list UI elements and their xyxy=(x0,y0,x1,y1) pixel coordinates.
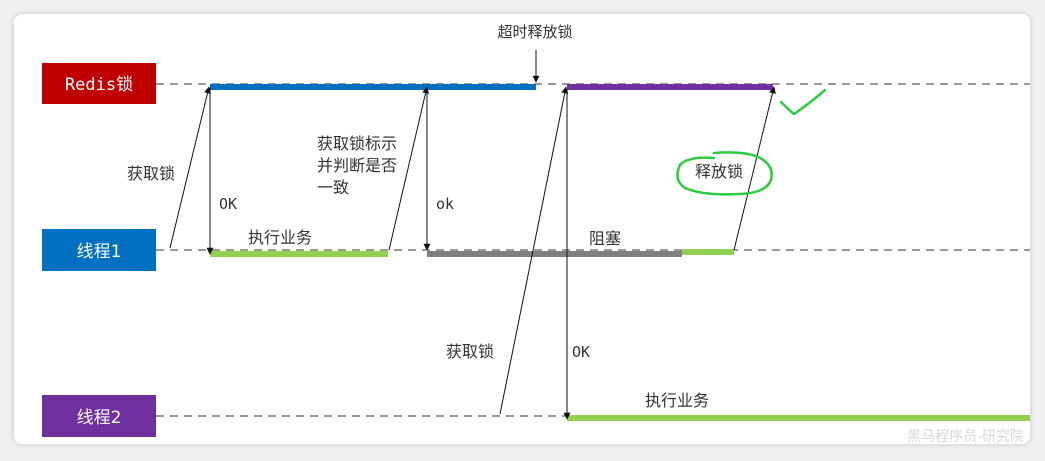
t1-ok2-label: ok xyxy=(436,195,454,213)
thread2-lane-label: 线程2 xyxy=(42,395,156,437)
lock-timeline-diagram: Redis锁 线程1 线程2 超时释放锁 获取锁 OK 执行业务 获取锁标示 并… xyxy=(42,23,1030,444)
watermark: 黑马程序员-研究院 xyxy=(907,429,1024,444)
redis-lane-label: Redis锁 xyxy=(42,63,156,104)
t1-release-arrow xyxy=(733,86,776,251)
release-lock-label: 释放锁 xyxy=(695,162,743,181)
thread1-business-bar xyxy=(210,251,388,257)
redis-lane-text: Redis锁 xyxy=(65,75,133,95)
thread2-lock-bar xyxy=(567,84,773,90)
handwritten-checkmark-icon xyxy=(779,88,827,116)
thread2-business-bar xyxy=(567,415,1030,421)
t1-check-arrow xyxy=(388,86,429,251)
thread1-release-bar xyxy=(682,249,734,255)
thread2-lane-box xyxy=(42,395,156,437)
thread1-lock-bar xyxy=(210,84,536,90)
thread1-lane-text: 线程1 xyxy=(77,242,122,262)
thread1-lane-label: 线程1 xyxy=(42,229,156,271)
t1-check-label-2: 并判断是否 xyxy=(317,156,397,175)
t1-acquire-arrow xyxy=(169,86,211,249)
t1-check-label-3: 一致 xyxy=(317,178,349,197)
t1-ok-label: OK xyxy=(219,195,237,213)
t1-check-label-1: 获取锁标示 xyxy=(317,134,397,153)
t2-acquire-arrow xyxy=(499,86,569,415)
t2-ok-label: OK xyxy=(572,343,590,361)
thread2-lane-text: 线程2 xyxy=(77,408,122,428)
t1-business-label: 执行业务 xyxy=(248,228,312,247)
t1-blocked-label: 阻塞 xyxy=(589,229,621,248)
redis-lane-box xyxy=(42,63,156,104)
t2-business-label: 执行业务 xyxy=(645,391,709,410)
thread1-lane-box xyxy=(42,229,156,271)
t2-acquire-label: 获取锁 xyxy=(446,342,494,361)
t1-acquire-label: 获取锁 xyxy=(127,164,175,183)
thread1-blocked-bar xyxy=(427,251,682,257)
diagram-card: Redis锁 线程1 线程2 超时释放锁 获取锁 OK 执行业务 获取锁标示 并… xyxy=(14,14,1030,444)
handwritten-circle-icon xyxy=(676,151,773,196)
timeout-release-label: 超时释放锁 xyxy=(497,23,572,41)
